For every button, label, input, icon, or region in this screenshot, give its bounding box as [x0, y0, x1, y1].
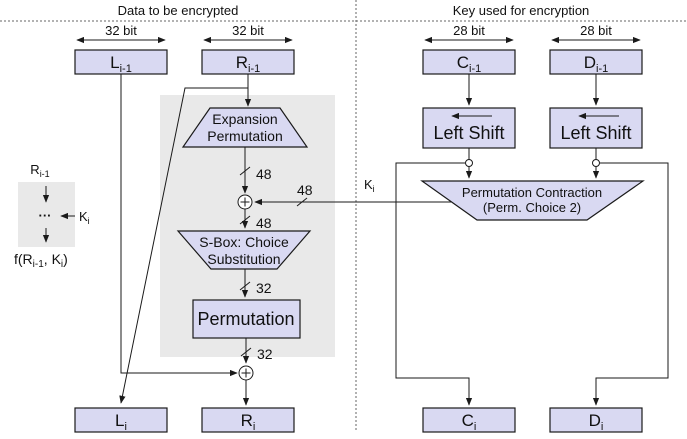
- legend-dots: ···: [39, 208, 52, 223]
- block-label-line1: Expansion: [212, 111, 277, 127]
- register-box: [74, 49, 168, 75]
- block-label-line2: (Perm. Choice 2): [483, 200, 581, 215]
- wire-bypass-c: [395, 162, 473, 406]
- register-label: Ri-1: [236, 53, 261, 75]
- bus-width-label: 32 bit: [105, 23, 137, 38]
- section-header-data: Data to be encrypted: [118, 3, 239, 18]
- sbox-block: S-Box: Choice Substitution: [176, 230, 312, 270]
- key-wire-label: Ki: [364, 177, 375, 194]
- legend-key-label: Ki: [79, 209, 90, 226]
- trapezoid-shape: [181, 107, 309, 148]
- register-c-next: Ci: [422, 407, 516, 433]
- bus-width-r-prev: 32 bit: [203, 23, 293, 44]
- register-label: Ri: [241, 411, 256, 433]
- register-label: Li-1: [110, 53, 132, 75]
- block-label-line1: S-Box: Choice: [199, 234, 289, 250]
- block-label: Left Shift: [433, 123, 504, 143]
- register-label: Di-1: [584, 53, 609, 75]
- register-box: [422, 49, 516, 75]
- pc2-block: Permutation Contraction (Perm. Choice 2): [420, 180, 645, 221]
- left-shift-2-block: Left Shift: [549, 107, 643, 149]
- wire-l-to-xor2: [120, 74, 238, 377]
- expansion-permutation-block: Expansion Permutation: [181, 107, 309, 148]
- block-label-line1: Permutation Contraction: [462, 185, 602, 200]
- register-r-next: Ri: [201, 407, 295, 433]
- block-label: Permutation: [197, 309, 294, 329]
- register-box: [549, 407, 643, 433]
- wire-r-to-l-next: [119, 87, 248, 404]
- register-l-prev: Li-1: [74, 49, 168, 75]
- bus-width-d-prev: 28 bit: [551, 23, 641, 44]
- trapezoid-shape: [420, 180, 645, 221]
- width-48-label-top: 48: [256, 166, 272, 182]
- xor-2-node: [238, 365, 254, 381]
- register-l-next: Li: [74, 407, 168, 433]
- block-box: [549, 107, 643, 149]
- register-box: [549, 49, 643, 75]
- width-48-label-key: 48: [297, 182, 313, 198]
- register-label: Di: [589, 411, 604, 433]
- register-d-next: Di: [549, 407, 643, 433]
- bus-tick-48-top: [239, 166, 251, 176]
- register-r-prev: Ri-1: [201, 49, 295, 75]
- register-box: [74, 407, 168, 433]
- junction-dot-c: [465, 159, 473, 167]
- bus-tick-32-bottom: [240, 347, 252, 357]
- wire-bypass-d: [592, 162, 669, 406]
- bus-width-label: 28 bit: [580, 23, 612, 38]
- section-header-key: Key used for encryption: [453, 3, 590, 18]
- legend-output-label: f(Ri-1, Ki): [14, 251, 68, 270]
- width-32-label-bottom: 32: [257, 346, 273, 362]
- block-box: [192, 299, 301, 339]
- legend-group: Ri-1 ··· Ki f(Ri-1, Ki): [14, 162, 90, 270]
- bus-tick-48-key: [296, 197, 308, 207]
- register-label: Ci-1: [457, 53, 482, 75]
- register-d-prev: Di-1: [549, 49, 643, 75]
- register-box: [201, 49, 295, 75]
- block-label: Left Shift: [560, 123, 631, 143]
- bus-width-label: 28 bit: [453, 23, 485, 38]
- register-c-prev: Ci-1: [422, 49, 516, 75]
- junction-dot-d: [592, 159, 600, 167]
- block-box: [422, 107, 516, 149]
- register-label: Ci: [462, 411, 477, 433]
- block-label-line2: Permutation: [207, 128, 282, 144]
- bus-width-label: 32 bit: [232, 23, 264, 38]
- trapezoid-shape: [176, 230, 312, 270]
- bus-width-l-prev: 32 bit: [76, 23, 166, 44]
- bus-tick-48-bottom: [239, 215, 251, 225]
- block-label-line2: Substitution: [207, 251, 280, 267]
- permutation-block: Permutation: [192, 299, 301, 339]
- register-label: Li: [115, 411, 127, 433]
- legend-input-label: Ri-1: [30, 162, 49, 179]
- xor-1-node: [237, 194, 253, 210]
- register-box: [201, 407, 295, 433]
- left-shift-1-block: Left Shift: [422, 107, 516, 149]
- width-32-label-top: 32: [256, 280, 272, 296]
- bus-width-c-prev: 28 bit: [424, 23, 514, 44]
- width-48-label-bottom: 48: [256, 215, 272, 231]
- register-box: [422, 407, 516, 433]
- bus-tick-32-top: [239, 281, 251, 291]
